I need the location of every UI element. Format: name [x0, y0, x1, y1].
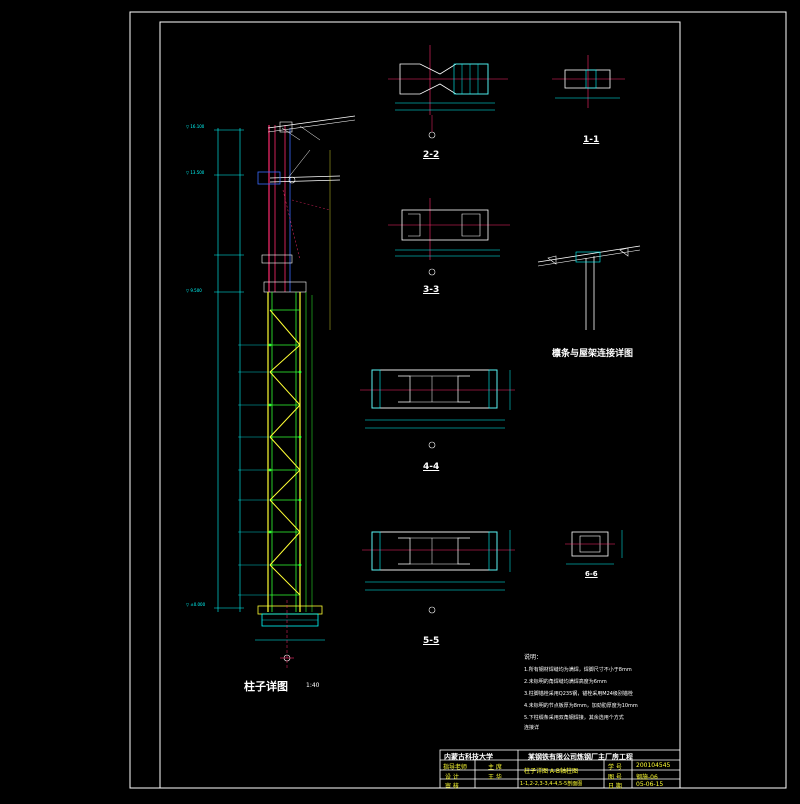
designer-label: 设 计	[445, 774, 459, 781]
purlin-detail-drawing	[537, 245, 641, 330]
figure-number-value: 钢施-06	[636, 774, 658, 781]
drawing-name: 柱子详图 A-B轴柱图	[524, 768, 578, 775]
title-block-grid	[439, 749, 681, 789]
section-6-6-drawing	[565, 530, 623, 565]
main-scale: 1:40	[306, 682, 320, 689]
column-elevation: ▽ 16.100 ▽ 13.500 ▽ 9.500 ▽ ±0.000	[186, 115, 356, 668]
svg-text:▽ 16.100: ▽ 16.100	[186, 124, 205, 129]
section-2-2-label: 2-2	[423, 150, 440, 160]
chief-name: 主 席	[488, 764, 502, 771]
inner-frame	[159, 21, 681, 789]
figure-number-label: 图 号	[608, 774, 622, 781]
note-line: 4.未标明的节点板厚为8mm，加劲肋厚度为10mm	[524, 703, 638, 709]
date-value: 05-06-15	[636, 781, 664, 788]
note-line: 1.所有钢材焊缝均为满焊，焊脚尺寸不小于8mm	[524, 667, 632, 673]
note-line: 3.柱脚锚栓采用Q235钢，锚栓采用M24级别锚栓	[524, 691, 633, 697]
purlin-detail-title: 檩条与屋架连接详图	[552, 349, 634, 359]
chief-role-label: 指导老师	[443, 764, 468, 771]
svg-text:▽ 13.500: ▽ 13.500	[186, 170, 205, 175]
section-1-1-drawing	[552, 55, 625, 108]
checker-label: 审 核	[445, 783, 459, 790]
student-number-value: 200104545	[636, 762, 671, 769]
section-4-4-drawing	[360, 369, 515, 449]
drawing-subtitle: 1-1,2-2,3-3,4-4,5-5剖面图	[520, 781, 583, 787]
project-name: 某钢铁有限公司炼钢厂主厂房工程	[528, 753, 633, 761]
section-5-5-drawing	[362, 530, 515, 614]
date-label: 日 期	[608, 783, 622, 790]
section-6-6-label: 6-6	[585, 570, 598, 578]
designer-name: 王 华	[488, 774, 502, 781]
section-2-2-drawing	[388, 45, 508, 139]
section-1-1-label: 1-1	[583, 135, 600, 145]
school-name: 内蒙古科技大学	[444, 753, 493, 761]
section-3-3-drawing	[388, 198, 510, 276]
section-5-5-label: 5-5	[423, 636, 440, 646]
svg-text:▽ ±0.000: ▽ ±0.000	[186, 602, 206, 607]
section-3-3-label: 3-3	[423, 285, 440, 295]
note-line: 2.未标明的角焊缝均满焊高度为6mm	[524, 679, 607, 685]
notes-title: 说明：	[524, 654, 543, 661]
section-4-4-label: 4-4	[423, 462, 440, 472]
note-line: 5.下柱缀条采用双角钢焊接，其余选用个方式	[524, 715, 624, 721]
student-number-label: 学 号	[608, 764, 622, 771]
main-title: 柱子详图	[244, 680, 288, 693]
svg-text:▽ 9.500: ▽ 9.500	[186, 288, 202, 293]
note-line: 连接详	[524, 725, 540, 731]
